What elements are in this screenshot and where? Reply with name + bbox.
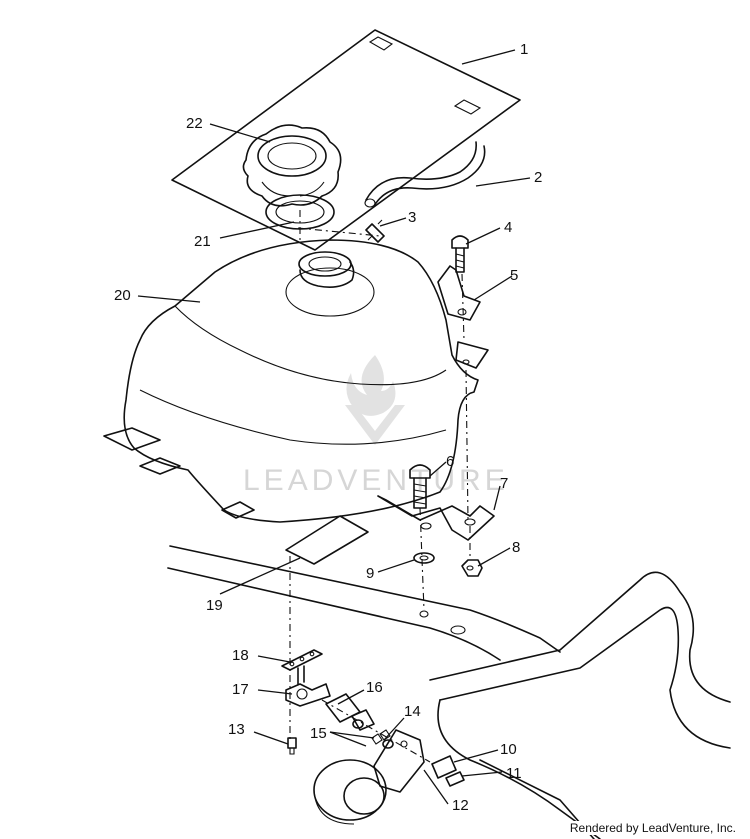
part-mount-bracket xyxy=(437,265,481,321)
part-fuel-tank xyxy=(103,239,489,523)
callout-4: 4 xyxy=(504,219,512,236)
rendered-by-credit: Rendered by LeadVenture, Inc. xyxy=(567,821,738,835)
callout-17: 17 xyxy=(232,681,249,698)
part-vent-hose xyxy=(364,141,486,208)
part-nut xyxy=(461,559,483,577)
callout-12: 12 xyxy=(452,797,469,814)
part-spring-clamps xyxy=(352,719,394,749)
callout-15: 15 xyxy=(310,725,327,742)
callout-1: 1 xyxy=(520,41,528,58)
part-lower-bracket xyxy=(377,495,495,541)
callout-19: 19 xyxy=(206,597,223,614)
callout-20: 20 xyxy=(114,287,131,304)
callout-16: 16 xyxy=(366,679,383,696)
callout-14: 14 xyxy=(404,703,421,720)
part-fuel-fitting xyxy=(325,693,375,731)
callout-5: 5 xyxy=(510,267,518,284)
part-pad xyxy=(285,515,369,565)
callout-11: 11 xyxy=(506,765,522,782)
callout-8: 8 xyxy=(512,539,520,556)
callout-6: 6 xyxy=(446,453,454,470)
part-bolt-upper xyxy=(451,235,469,273)
callout-10: 10 xyxy=(500,741,517,758)
callout-9: 9 xyxy=(366,565,374,582)
frame xyxy=(167,545,731,839)
callout-22: 22 xyxy=(186,115,203,132)
watermark-text: LEADVENTURE xyxy=(243,464,509,497)
watermark: LEADVENTURE xyxy=(243,355,509,497)
leader-lines xyxy=(137,49,531,805)
callout-3: 3 xyxy=(408,209,416,226)
part-mount-roller xyxy=(313,729,425,825)
part-clip-screw xyxy=(431,755,465,787)
callout-21: 21 xyxy=(194,233,211,250)
callout-18: 18 xyxy=(232,647,249,664)
callout-2: 2 xyxy=(534,169,542,186)
part-vent-fitting xyxy=(365,219,385,243)
part-screw xyxy=(287,737,297,755)
part-fuel-valve xyxy=(285,665,331,707)
callout-13: 13 xyxy=(228,721,245,738)
part-plate xyxy=(171,29,521,251)
callout-7: 7 xyxy=(500,475,508,492)
assembly-lines xyxy=(289,210,471,763)
part-washer xyxy=(413,552,435,564)
part-valve-plate xyxy=(281,649,323,671)
part-fuel-cap xyxy=(242,124,342,207)
callouts: 1 2 3 4 5 6 7 8 9 10 11 12 13 14 15 16 1… xyxy=(114,41,542,814)
